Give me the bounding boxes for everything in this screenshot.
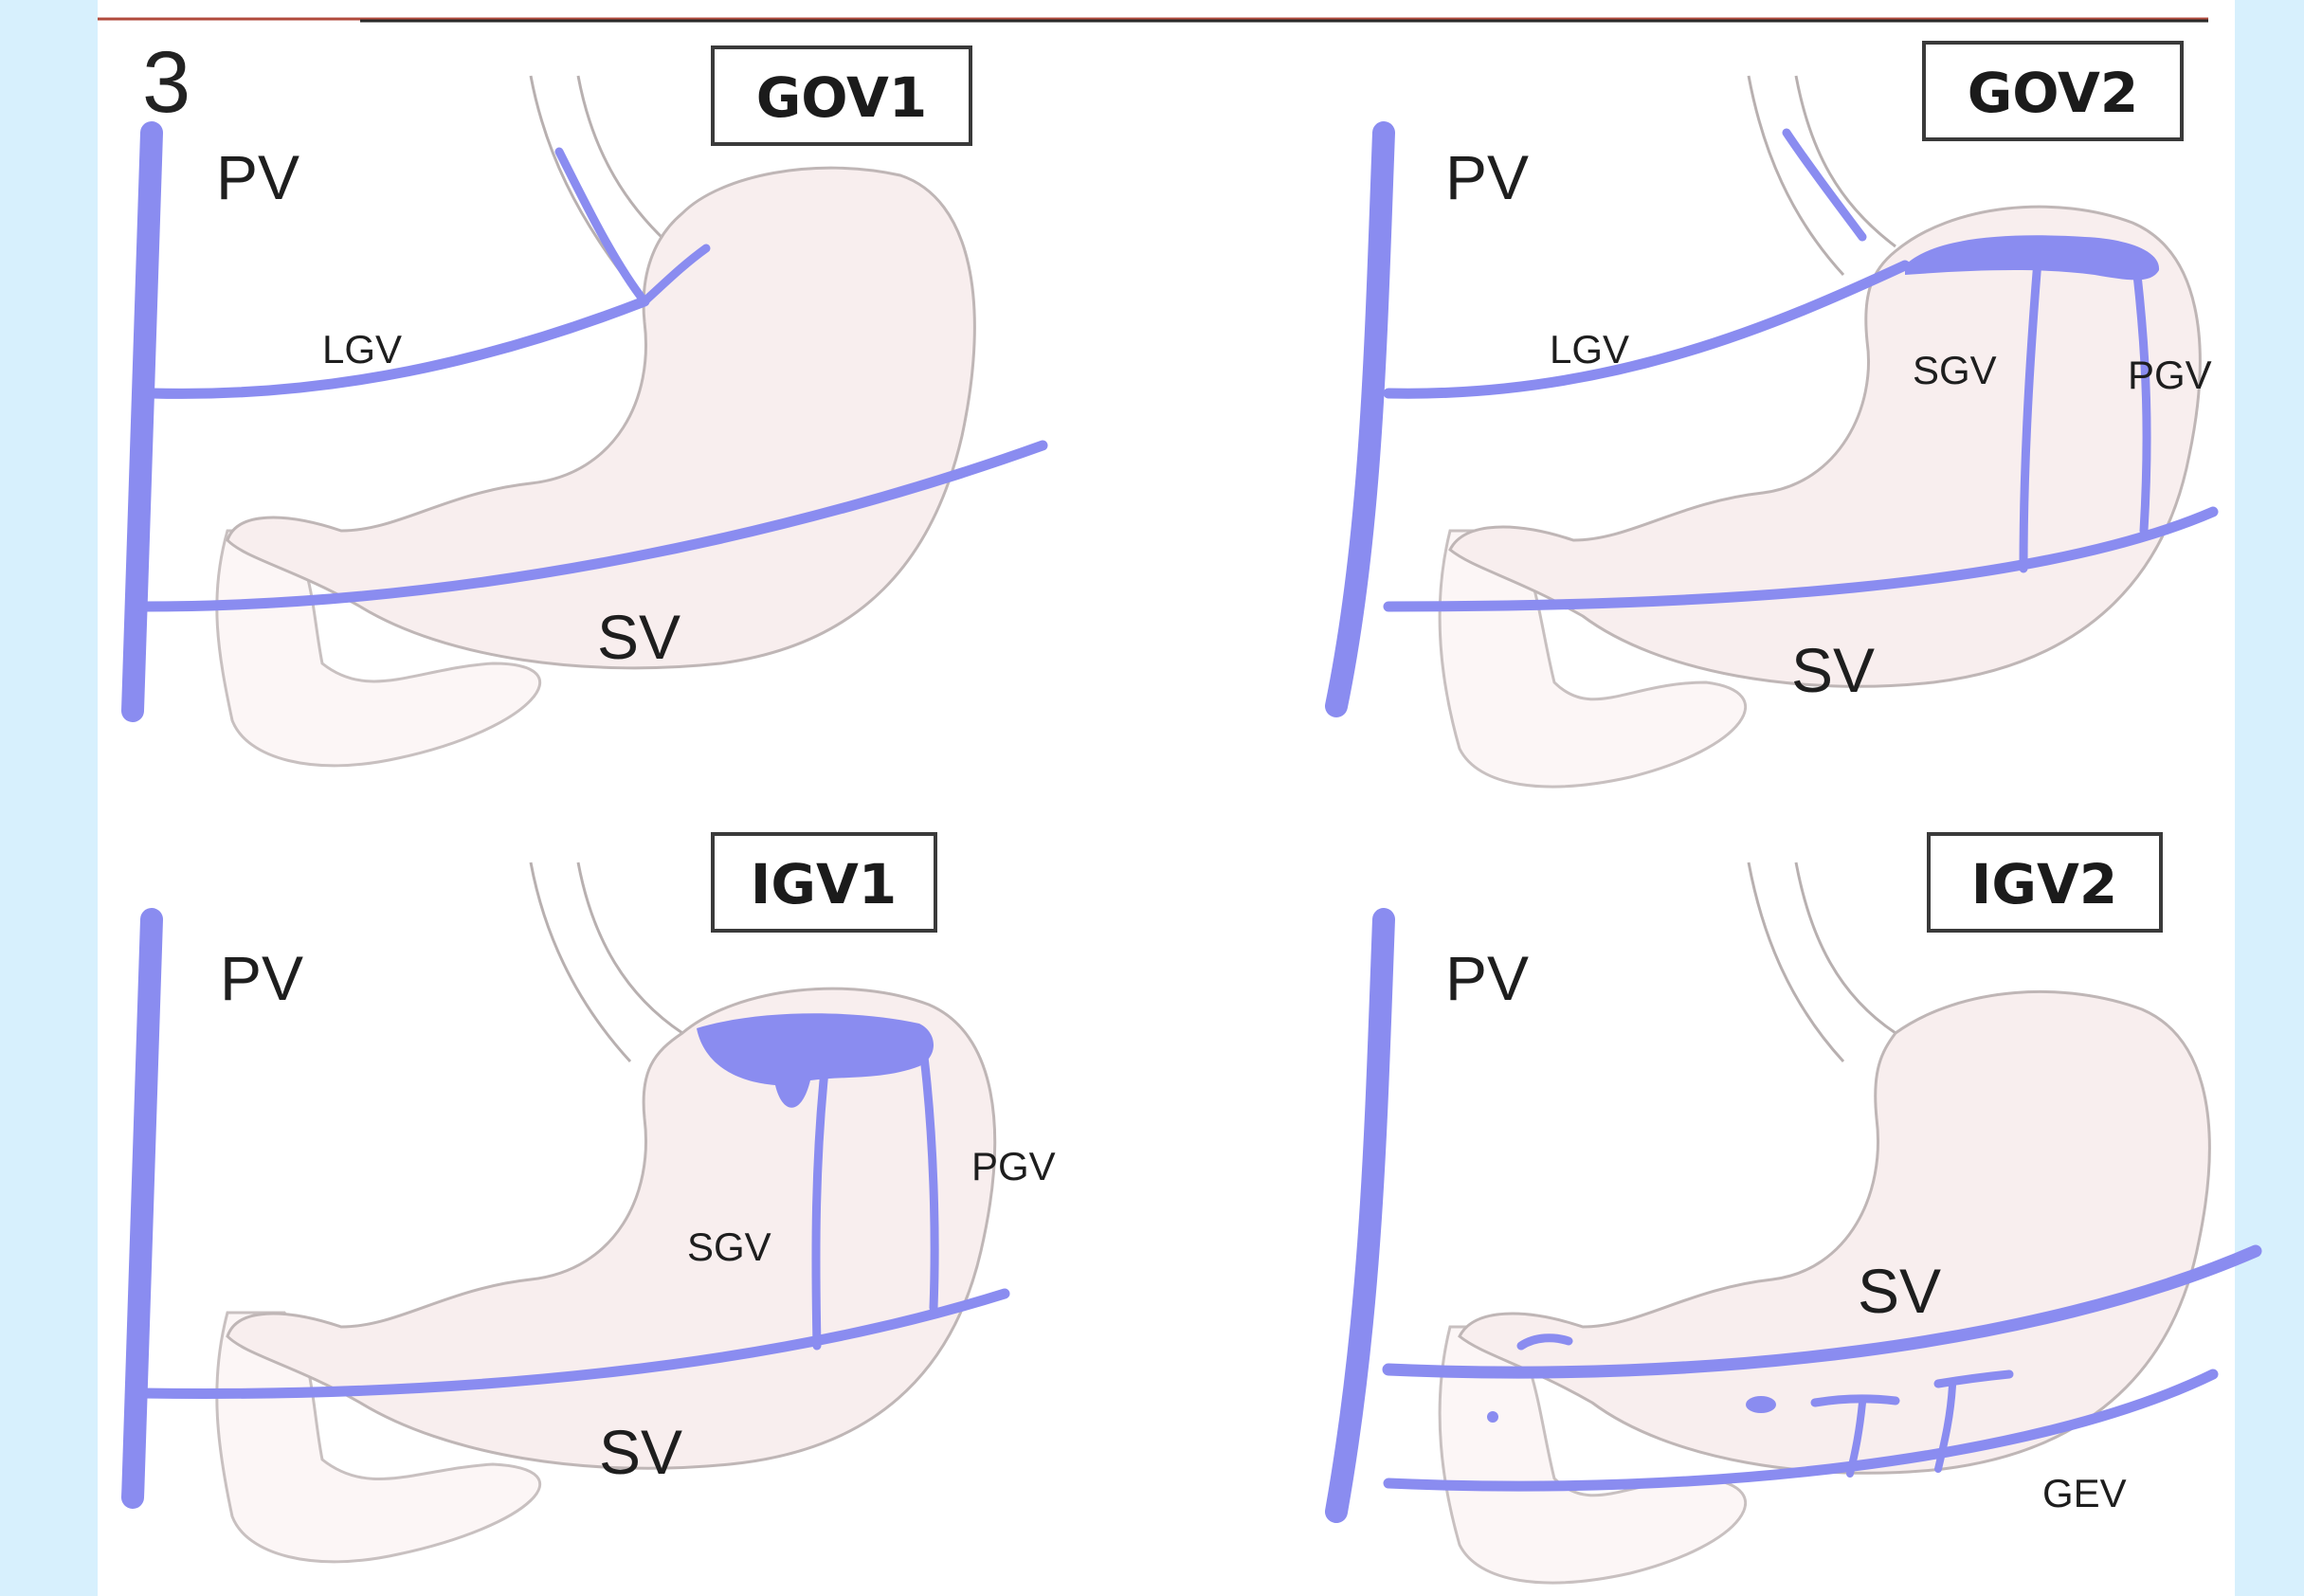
label-pgv: PGV [2128, 353, 2212, 397]
label-pv: PV [216, 142, 299, 212]
ectopic-varix-dot [1487, 1411, 1498, 1423]
label-pv: PV [220, 943, 303, 1013]
ectopic-varix [1815, 1399, 1896, 1403]
label-pv: PV [1445, 142, 1529, 212]
figure-number: 3 [142, 34, 190, 131]
label-sv: SV [597, 602, 680, 672]
panel-title: IGV1 [751, 852, 897, 916]
label-pgv: PGV [971, 1144, 1056, 1188]
panel-title: GOV2 [1968, 61, 2139, 125]
label-lgv: LGV [322, 327, 402, 372]
label-sgv: SGV [687, 1224, 771, 1269]
panel-title: IGV2 [1971, 852, 2117, 916]
ectopic-varix-dot [1746, 1396, 1776, 1413]
label-sv: SV [599, 1417, 682, 1487]
label-sv: SV [1791, 635, 1875, 705]
panel-title: GOV1 [756, 65, 928, 130]
label-lgv: LGV [1550, 327, 1629, 372]
label-sgv: SGV [1913, 348, 1997, 392]
label-sv: SV [1858, 1256, 1941, 1326]
label-pv: PV [1445, 943, 1529, 1013]
label-gev: GEV [2042, 1471, 2127, 1515]
